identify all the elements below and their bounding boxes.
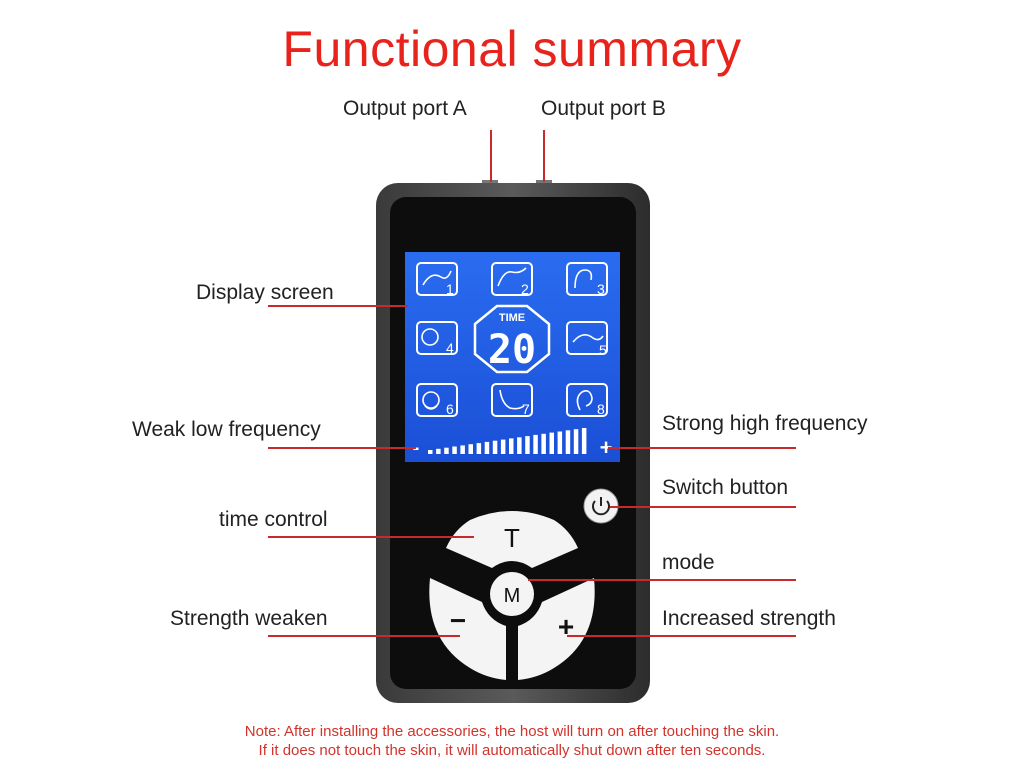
program-number-6: 6 [446,401,454,417]
note-line-2: If it does not touch the skin, it will a… [258,742,766,759]
intensity-segment [581,428,587,454]
label-switch: Switch button [662,476,789,499]
time-button-label: T [504,523,520,553]
timer-octagon [473,304,551,374]
mode-button[interactable] [490,572,534,616]
program-icon-7 [491,383,533,417]
intensity-segment [492,440,498,454]
plus-button-label: + [558,611,574,642]
program-number-4: 4 [446,340,454,356]
label-output-a: Output port A [343,97,467,120]
leader-output-a [490,130,492,182]
label-mode: mode [662,551,715,574]
label-weak: Weak low frequency [132,418,321,441]
program-icon-6 [416,383,458,417]
program-number-7: 7 [522,401,530,417]
time-button[interactable] [446,511,578,568]
program-icon-5 [566,321,608,355]
intensity-segment [533,434,538,454]
program-number-5: 5 [599,342,607,358]
display-screen [405,252,620,462]
timer-value: 20 [488,327,536,373]
intensity-minus: - [413,437,420,459]
label-strong: Strong high frequency [662,412,868,435]
label-display: Display screen [196,281,334,304]
intensity-segment [525,436,530,454]
strength-weaken-button[interactable] [429,578,506,680]
program-number-8: 8 [597,401,605,417]
leader-display [268,305,408,307]
power-icon [592,497,610,516]
intensity-segment [468,444,473,454]
leader-output-b [543,130,545,182]
program-icon-1 [416,262,458,296]
mode-button-label: M [504,585,521,607]
program-number-1: 1 [446,281,454,297]
program-number-2: 2 [521,281,529,297]
leader-strong [608,447,796,449]
intensity-segment [452,446,457,454]
intensity-segment [549,432,554,454]
label-time: time control [219,508,328,531]
intensity-segment [565,430,571,454]
program-number-3: 3 [597,281,605,297]
minus-button-label: − [450,605,466,636]
timer-label: TIME [499,312,525,324]
leader-weaken [268,635,460,637]
program-icon-4 [416,321,458,355]
label-output-b: Output port B [541,97,666,120]
intensity-plus: + [600,435,613,460]
label-weaken: Strength weaken [170,607,328,630]
intensity-bar [428,428,587,454]
intensity-segment [573,429,579,454]
increase-strength-button[interactable] [518,578,595,680]
label-increase: Increased strength [662,607,836,630]
leader-mode [528,579,796,581]
intensity-segment [500,439,506,454]
leader-increase [567,635,796,637]
leader-time [268,536,474,538]
intensity-segment [476,443,482,454]
intensity-segment [541,433,546,454]
intensity-segment [428,450,433,454]
intensity-segment [436,448,441,454]
leader-switch [610,506,796,508]
program-icon-8 [566,383,608,417]
leader-weak [268,447,416,449]
program-icon-2 [491,262,533,296]
program-icon-3 [566,262,608,296]
intensity-segment [460,445,465,454]
intensity-segment [484,441,490,454]
intensity-segment [517,437,522,454]
intensity-segment [509,438,514,454]
intensity-segment [444,447,449,454]
page-title: Functional summary [282,21,742,77]
note-line-1: Note: After installing the accessories, … [244,723,780,740]
intensity-segment [557,431,563,454]
